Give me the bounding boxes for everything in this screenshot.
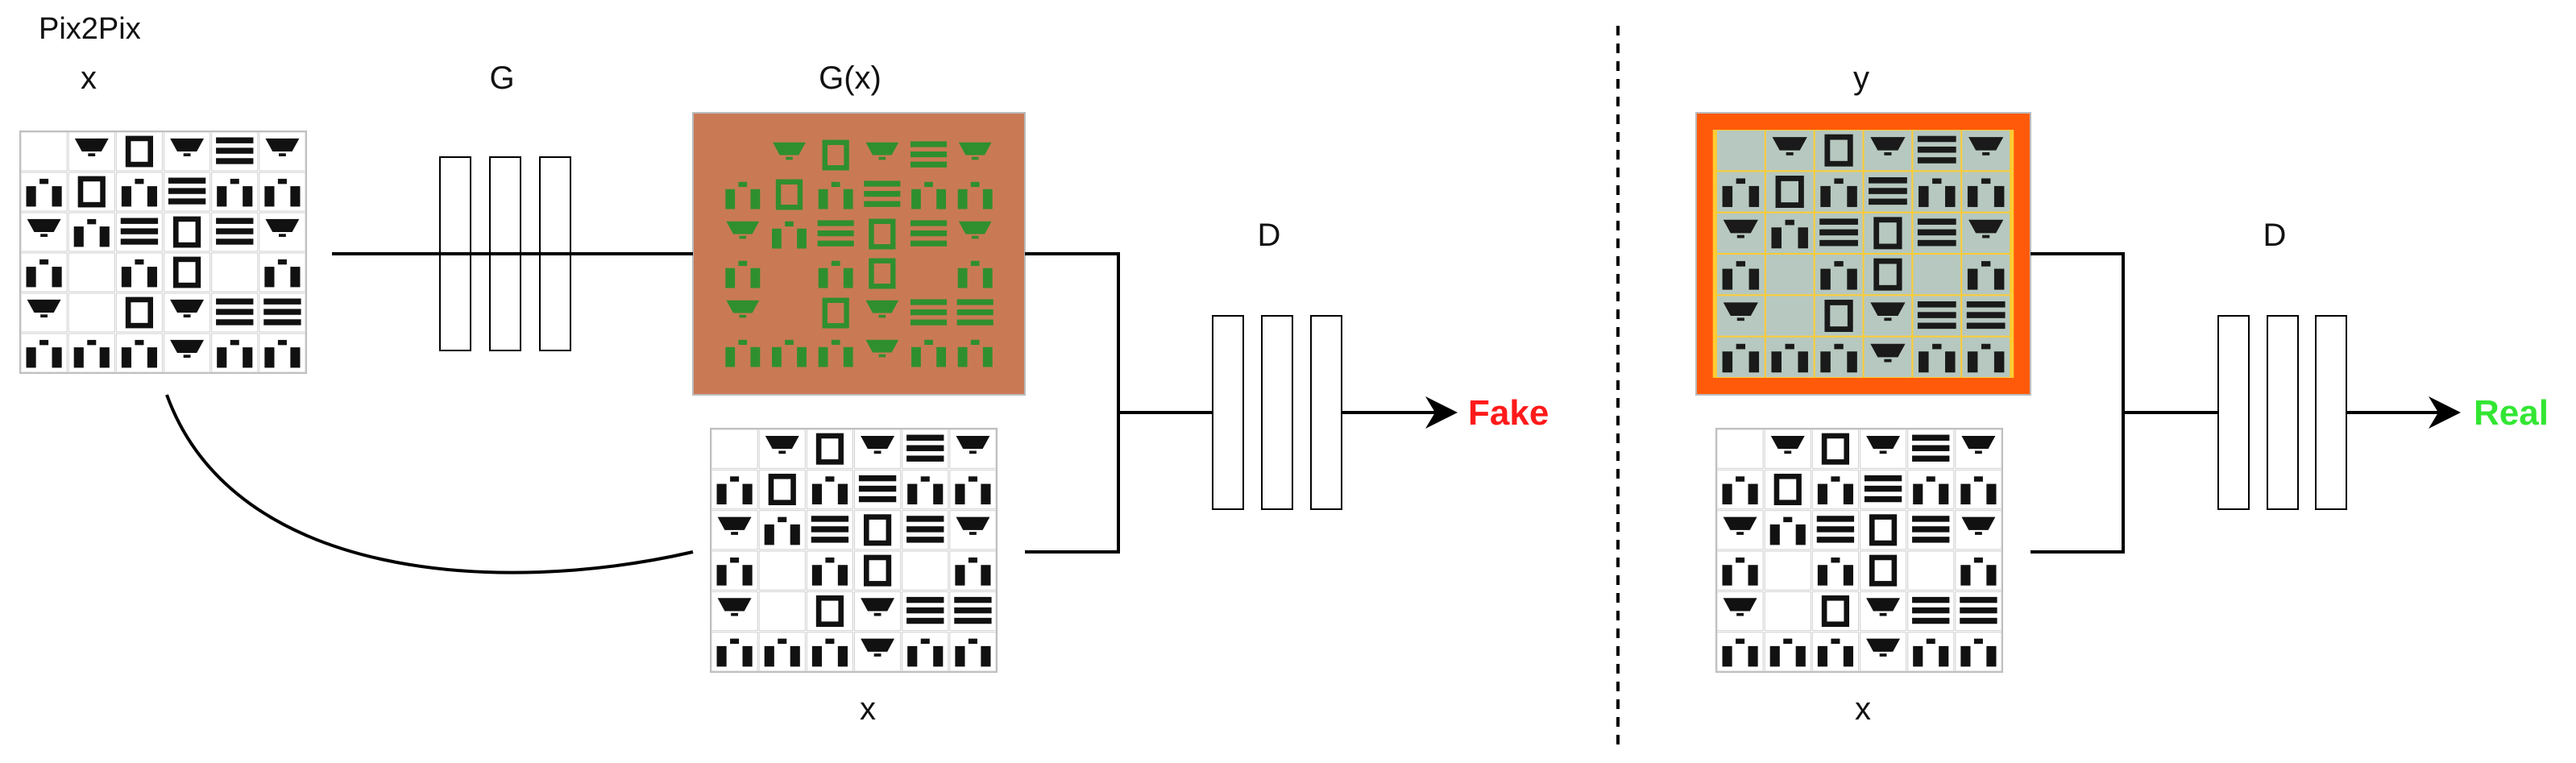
right-connectors	[2031, 252, 2461, 554]
input-x-label: x	[81, 60, 97, 96]
discriminator-block-right	[2217, 315, 2347, 510]
discriminator-block-left	[1212, 315, 1342, 510]
diagram-title: Pix2Pix	[39, 12, 141, 46]
real-output-label: Real	[2474, 393, 2549, 433]
fake-output-label: Fake	[1468, 393, 1549, 433]
condition-x-label-right: x	[1855, 691, 1871, 727]
discriminator-label-left: D	[1258, 218, 1281, 253]
discriminator-label-right: D	[2263, 218, 2287, 253]
generated-image	[692, 112, 1026, 396]
generator-label: G	[489, 60, 514, 96]
condition-image-left	[710, 428, 998, 673]
input-layout-image	[19, 131, 307, 374]
generated-label: G(x)	[819, 60, 881, 96]
condition-x-label-left: x	[860, 691, 876, 727]
left-connectors	[165, 252, 1458, 574]
left-panel: x G G(x) D x Fake	[19, 60, 1549, 727]
target-image	[1695, 112, 2031, 396]
target-y-label: y	[1853, 60, 1869, 96]
right-panel: y D x Real	[1695, 60, 2549, 727]
condition-image-right	[1715, 428, 2003, 673]
